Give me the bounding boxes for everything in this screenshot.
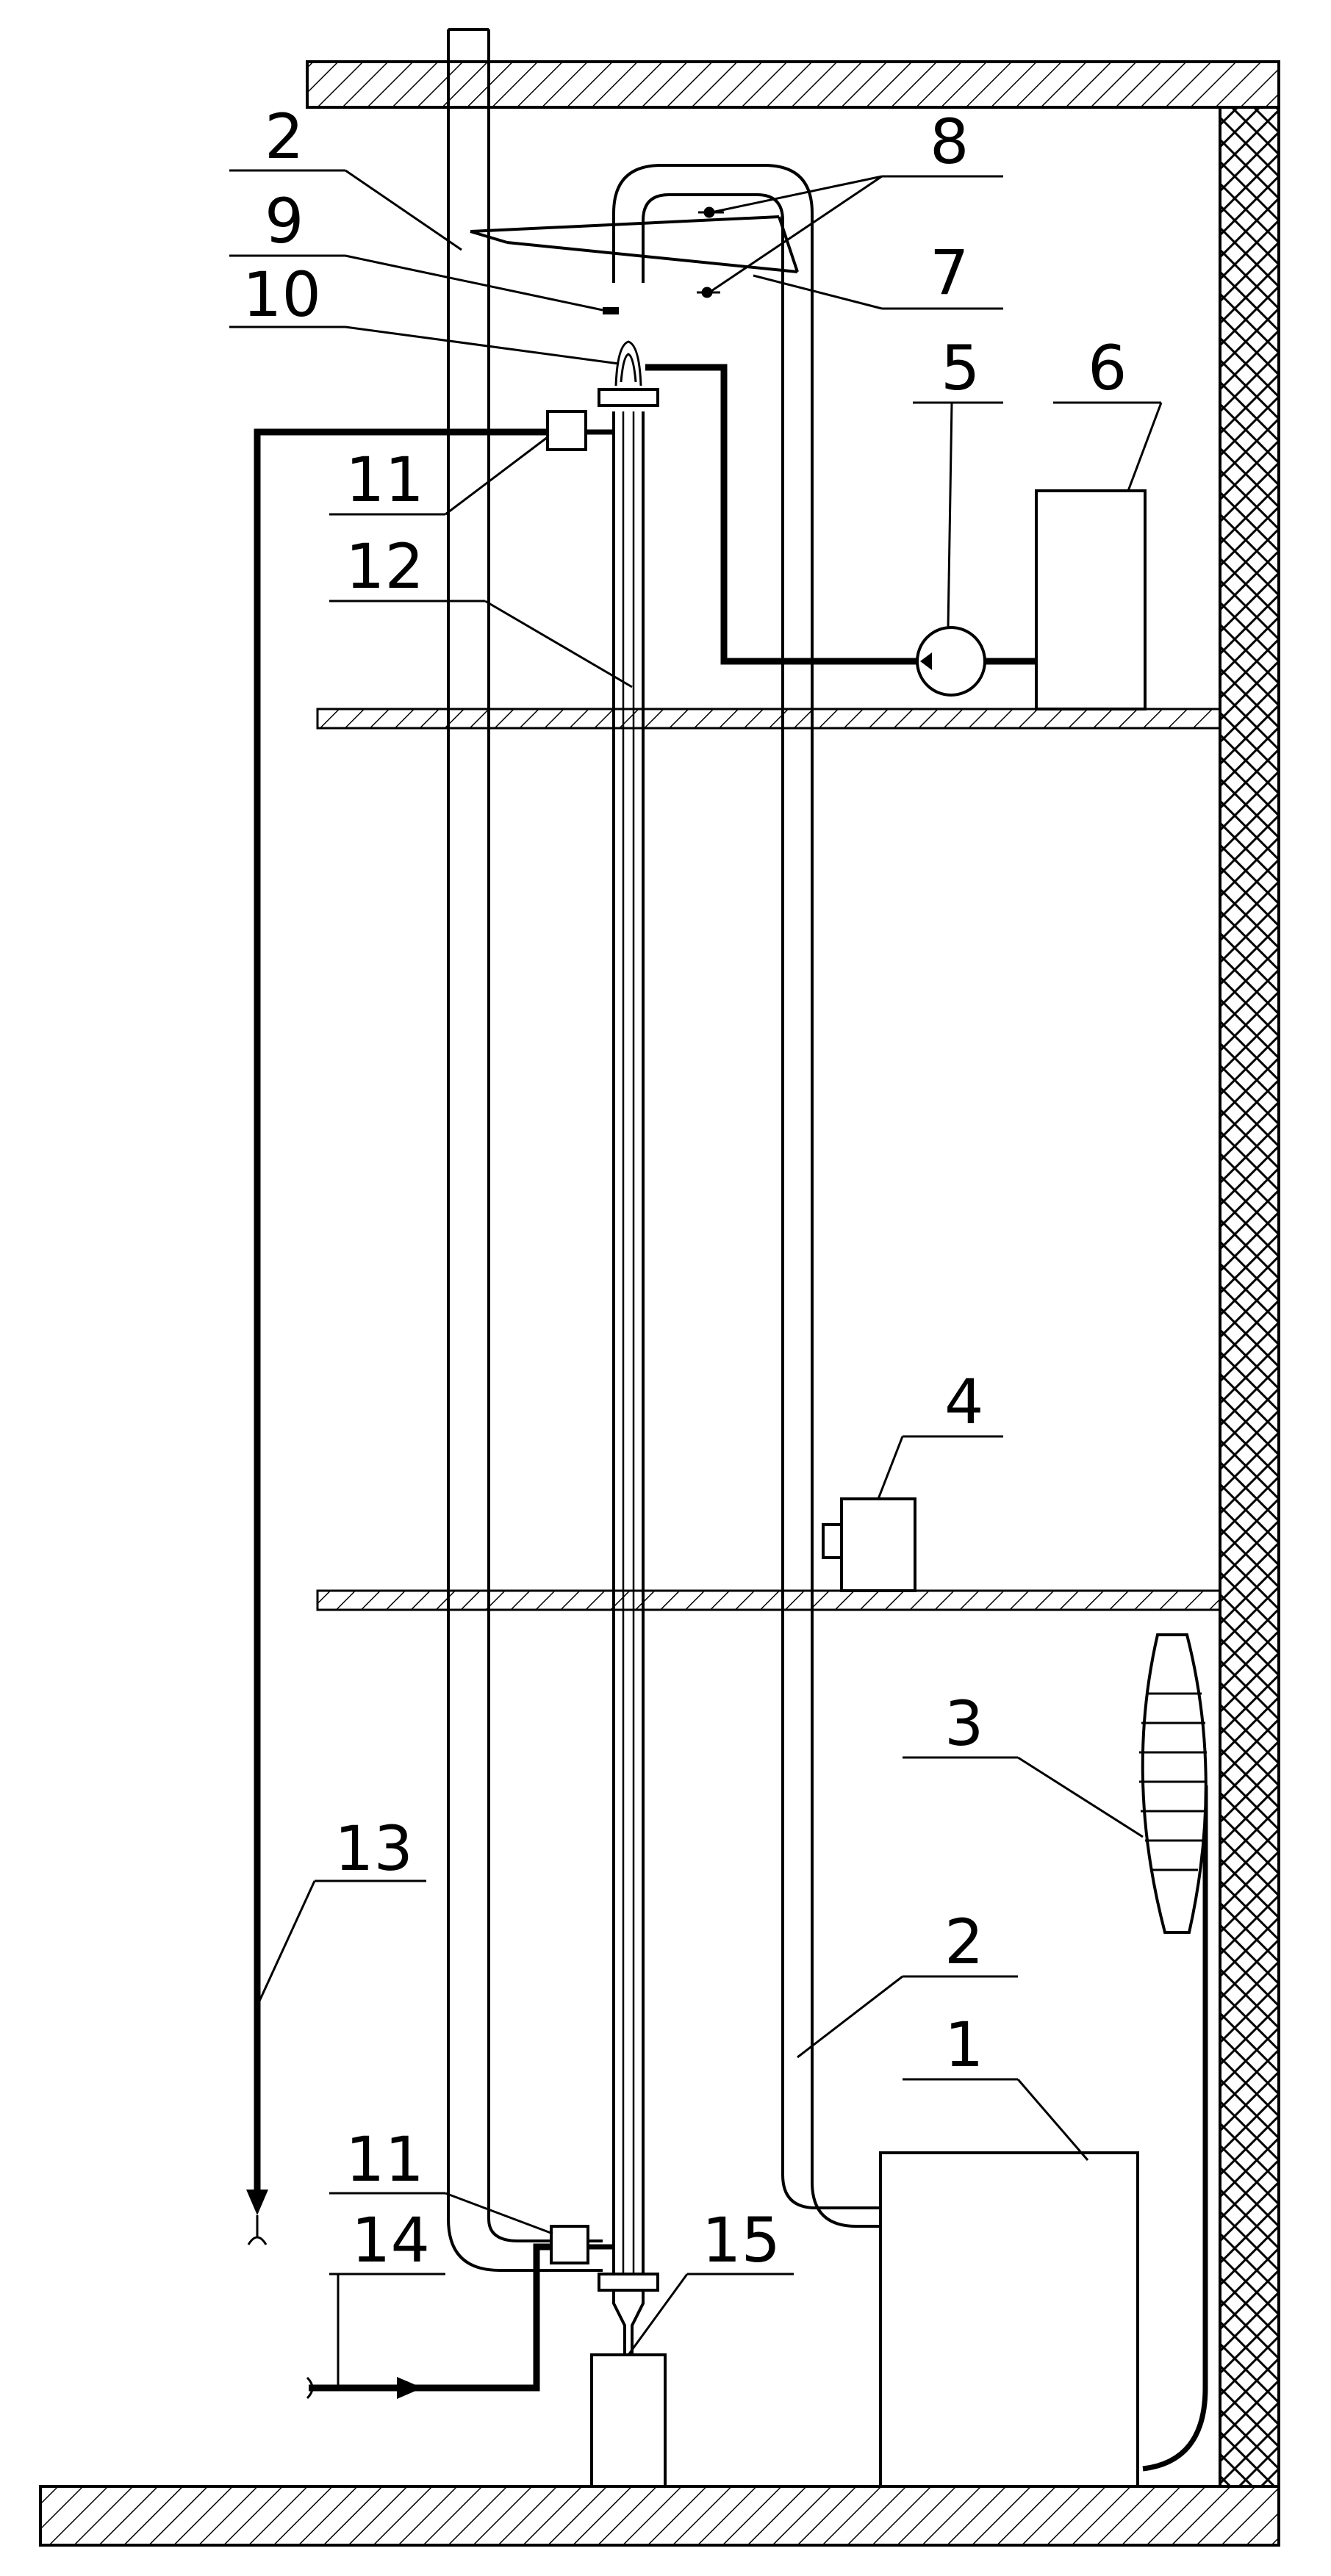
gas-line xyxy=(645,364,917,665)
label-10: 10 xyxy=(243,259,321,331)
damper-7 xyxy=(470,215,799,273)
burner-10 xyxy=(614,340,642,386)
middle-floor-slab xyxy=(316,1589,1221,1611)
water-outlet-line-13 xyxy=(254,428,548,2193)
ceiling-slab xyxy=(306,60,1280,109)
unit-4-connector xyxy=(822,1523,843,1559)
label-11-bottom: 11 xyxy=(345,2123,424,2195)
label-11-top: 11 xyxy=(345,444,424,516)
ground-slab xyxy=(39,2485,1280,2547)
label-14: 14 xyxy=(351,2204,430,2276)
part-9 xyxy=(603,307,619,314)
controller-11-lower xyxy=(550,2225,589,2264)
water-outlet-end xyxy=(247,2215,268,2245)
main-unit-1 xyxy=(879,2151,1139,2488)
base-unit-15 xyxy=(590,2353,667,2488)
radiator-3 xyxy=(1141,1633,1208,1934)
label-15: 15 xyxy=(702,2204,781,2276)
label-6: 6 xyxy=(1088,332,1127,404)
pump-5 xyxy=(916,626,986,697)
label-2-top: 2 xyxy=(265,101,304,173)
unit-4 xyxy=(840,1497,916,1592)
valve-8-upper xyxy=(698,206,724,218)
exhaust-duct-right xyxy=(612,164,880,2228)
label-13: 13 xyxy=(334,1813,413,1885)
label-1: 1 xyxy=(944,2009,983,2081)
label-7: 7 xyxy=(930,237,969,309)
label-8: 8 xyxy=(930,106,969,178)
radiator-3-fins xyxy=(1139,1692,1207,1871)
label-5: 5 xyxy=(941,332,980,404)
label-2-bottom: 2 xyxy=(944,1906,983,1978)
water-inlet-end xyxy=(306,2376,314,2400)
water-inlet-arrow xyxy=(397,2377,423,2399)
leader-lines xyxy=(229,169,1163,2388)
upper-floor-slab xyxy=(316,708,1221,730)
upper-flange xyxy=(598,388,659,407)
callout-labels: 2 9 10 8 7 5 6 11 12 4 3 13 2 1 11 14 15 xyxy=(243,101,1127,2276)
controller-11-upper xyxy=(546,410,587,451)
flue-duct-left xyxy=(447,28,603,2272)
pump-5-arrow xyxy=(920,652,932,670)
label-12: 12 xyxy=(345,530,424,602)
valve-8-lower xyxy=(697,287,720,298)
reducer xyxy=(612,2290,645,2355)
central-tube xyxy=(612,411,645,2281)
water-outlet-arrow xyxy=(246,2190,268,2215)
cable xyxy=(1142,1785,1208,2472)
lower-flange xyxy=(598,2273,659,2292)
water-inlet-line-14 xyxy=(309,2243,551,2392)
label-4: 4 xyxy=(944,1366,983,1438)
label-3: 3 xyxy=(944,1688,983,1760)
insulated-wall xyxy=(1219,106,1280,2488)
label-9: 9 xyxy=(265,185,304,257)
tank-6 xyxy=(1035,489,1147,710)
